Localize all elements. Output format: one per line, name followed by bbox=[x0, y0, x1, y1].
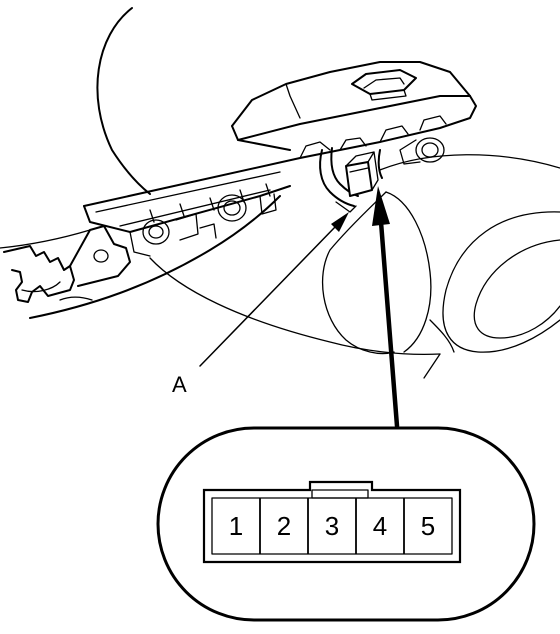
connector-pins: 1 2 3 4 5 bbox=[229, 498, 435, 554]
callout-a-leader bbox=[199, 212, 349, 367]
pin-number-2: 2 bbox=[277, 511, 291, 541]
pin-number-5: 5 bbox=[421, 511, 435, 541]
callout-label-a: A bbox=[172, 372, 187, 397]
pin-number-1: 1 bbox=[229, 511, 243, 541]
door-panel-outline bbox=[0, 7, 560, 379]
connector-a-harness bbox=[319, 147, 383, 213]
pin-number-3: 3 bbox=[325, 511, 339, 541]
door-bracket bbox=[3, 225, 131, 303]
connector-face bbox=[202, 480, 462, 564]
power-window-switch bbox=[83, 61, 477, 257]
pin-number-4: 4 bbox=[373, 511, 387, 541]
detail-pointer-arrow bbox=[372, 186, 400, 429]
